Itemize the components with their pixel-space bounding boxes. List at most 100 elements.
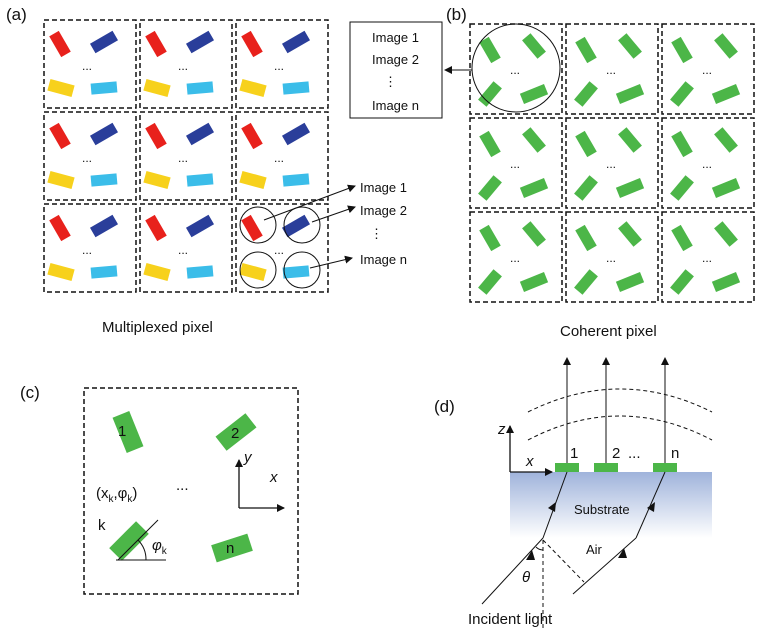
a-image-2-label: Image 2 xyxy=(360,203,407,218)
multiplexed-cells: ........................... xyxy=(47,30,311,282)
c-element-2 xyxy=(215,413,257,451)
red-rod xyxy=(49,30,71,58)
green-rod xyxy=(574,175,598,201)
c-element-1 xyxy=(112,411,144,453)
green-rod xyxy=(478,81,502,107)
yellow-rod xyxy=(143,262,171,282)
d-element-2 xyxy=(594,463,618,472)
arrow-image-2 xyxy=(311,205,356,223)
a-caption: Multiplexed pixel xyxy=(102,319,213,336)
highlight-circle-cyan xyxy=(283,251,321,289)
a-vdots: ⋮ xyxy=(370,226,383,241)
panel-c: (c) 1 2 ... (xk,φk) x y k φk n xyxy=(20,383,299,595)
image-list-box xyxy=(349,21,443,119)
green-rod xyxy=(519,84,549,104)
d-incident-wavefront xyxy=(542,539,585,583)
green-rod xyxy=(615,84,645,104)
red-rod xyxy=(241,30,263,58)
green-rod xyxy=(670,269,694,295)
green-rod xyxy=(575,130,597,158)
a-cell-ellipsis: ... xyxy=(178,243,188,257)
c-angle-arc xyxy=(137,539,147,561)
highlight-circle-yellow xyxy=(239,251,277,289)
b-cell-ellipsis: ... xyxy=(606,63,616,77)
blue-rod xyxy=(281,214,311,238)
d-element-1 xyxy=(555,463,579,472)
arrow-image-1 xyxy=(263,184,356,221)
red-rod xyxy=(241,214,263,242)
d-theta-label: θ xyxy=(522,569,530,586)
panel-b: (b) Image 1 Image 2 ⋮ Image n ..........… xyxy=(349,5,755,340)
green-rod xyxy=(574,81,598,107)
red-rod xyxy=(49,214,71,242)
red-rod xyxy=(145,30,167,58)
blue-rod xyxy=(89,30,119,54)
coherent-cells: ........................... xyxy=(478,33,741,295)
d-caption: Incident light xyxy=(468,611,553,628)
b-cell-ellipsis: ... xyxy=(702,157,712,171)
ray-arrowhead-in-1 xyxy=(526,550,535,560)
b-cell-ellipsis: ... xyxy=(510,63,520,77)
b-caption: Coherent pixel xyxy=(560,323,657,340)
yellow-rod xyxy=(239,78,267,98)
panel-c-label: (c) xyxy=(20,383,40,402)
green-rod xyxy=(615,178,645,198)
substrate-label: Substrate xyxy=(574,502,630,517)
a-image-1-label: Image 1 xyxy=(360,180,407,195)
b-cell-ellipsis: ... xyxy=(702,251,712,265)
a-cell-ellipsis: ... xyxy=(82,59,92,73)
arrow-image-n xyxy=(309,255,353,269)
c-element-n xyxy=(211,533,253,563)
a-cell-ellipsis: ... xyxy=(82,243,92,257)
d-label-ellipsis: ... xyxy=(628,445,641,462)
green-rod xyxy=(714,221,738,247)
green-rod xyxy=(670,175,694,201)
blue-rod xyxy=(89,214,119,238)
blue-rod xyxy=(185,30,215,54)
green-rod xyxy=(618,127,642,153)
green-rod xyxy=(479,130,501,158)
c-label-1: 1 xyxy=(118,423,126,440)
b-vdots: ⋮ xyxy=(384,74,397,89)
multiplexed-grid xyxy=(43,19,329,293)
green-rod xyxy=(618,33,642,59)
d-element-n xyxy=(653,463,677,472)
blue-rod xyxy=(89,122,119,146)
green-rod xyxy=(478,175,502,201)
green-rod xyxy=(478,269,502,295)
red-rod xyxy=(241,122,263,150)
b-cell-ellipsis: ... xyxy=(606,251,616,265)
d-theta-arc xyxy=(535,546,544,551)
cyan-rod xyxy=(90,265,118,279)
green-rod xyxy=(575,224,597,252)
blue-rod xyxy=(281,122,311,146)
panel-d: (d) z x 1 2 ... n Substrate Air xyxy=(434,357,713,630)
red-rod xyxy=(49,122,71,150)
coherent-grid xyxy=(469,23,755,303)
yellow-rod xyxy=(47,262,75,282)
green-rod xyxy=(522,221,546,247)
panel-a-label: (a) xyxy=(6,5,27,24)
yellow-rod xyxy=(143,170,171,190)
cyan-rod xyxy=(282,81,310,95)
d-label-2: 2 xyxy=(612,445,620,462)
yellow-rod xyxy=(239,262,267,282)
green-rod xyxy=(575,36,597,64)
b-cell-ellipsis: ... xyxy=(606,157,616,171)
green-rod xyxy=(711,84,741,104)
b-cell-ellipsis: ... xyxy=(702,63,712,77)
b-image-2-label: Image 2 xyxy=(372,52,419,67)
ray-arrowhead-1 xyxy=(548,502,556,512)
yellow-rod xyxy=(47,170,75,190)
a-cell-ellipsis: ... xyxy=(274,243,284,257)
a-cell-ellipsis: ... xyxy=(178,59,188,73)
green-rod xyxy=(711,272,741,292)
ray-arrowhead-in-n xyxy=(618,548,627,558)
a-image-n-label: Image n xyxy=(360,252,407,267)
c-label-n: n xyxy=(226,540,234,557)
panel-a: (a) ........................... Image 1 … xyxy=(6,5,407,336)
green-rod xyxy=(671,224,693,252)
green-rod xyxy=(519,178,549,198)
green-rod xyxy=(714,33,738,59)
